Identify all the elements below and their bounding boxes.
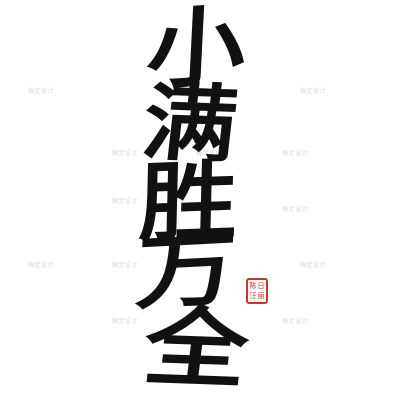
calligraphy-column: 小 满 胜 万 全: [100, 0, 300, 401]
watermark: 稿定设计: [28, 262, 55, 269]
watermark: 稿定设计: [28, 88, 55, 95]
watermark: 稿定设计: [196, 150, 223, 157]
seal-char: 丽: [257, 291, 265, 300]
watermark: 稿定设计: [300, 88, 327, 95]
watermark: 稿定设计: [300, 262, 327, 269]
watermark: 稿定设计: [282, 318, 309, 325]
watermark: 稿定设计: [196, 206, 223, 213]
watermark: 稿定设计: [112, 262, 139, 269]
watermark: 稿定设计: [196, 88, 223, 95]
watermark: 稿定设计: [112, 198, 139, 205]
seal-char: 陈: [249, 281, 257, 290]
red-seal-stamp: 陈 日 汪 丽: [246, 278, 268, 304]
watermark: 稿定设计: [112, 150, 139, 157]
watermark: 稿定设计: [282, 206, 309, 213]
seal-char: 汪: [249, 291, 257, 300]
watermark: 稿定设计: [112, 318, 139, 325]
seal-char: 日: [257, 281, 265, 290]
watermark: 稿定设计: [282, 150, 309, 157]
calligraphy-char: 全: [138, 297, 254, 401]
watermark: 稿定设计: [196, 262, 223, 269]
